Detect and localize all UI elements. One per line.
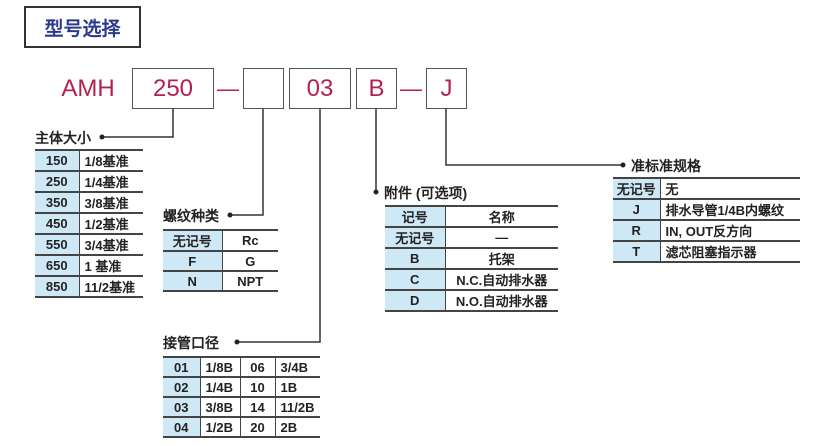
table-row: 无记号—	[385, 227, 558, 249]
value-cell: 3/4B	[275, 356, 320, 378]
value-cell: 1 基准	[79, 255, 143, 277]
port-size-label: 接管口径	[163, 335, 219, 351]
value-cell: NPT	[222, 271, 278, 292]
code-cell: 06	[240, 356, 276, 378]
value-cell: 无	[660, 177, 800, 200]
value-cell: —	[445, 227, 558, 249]
value-cell: 1/2基准	[79, 213, 143, 235]
value-cell: 1B	[275, 377, 320, 398]
header-name: 名称	[445, 205, 558, 228]
body-size-label: 主体大小	[35, 130, 91, 146]
code-cell: 无记号	[385, 227, 446, 249]
value-cell: 1/8B	[200, 356, 241, 378]
value-cell: 11/2基准	[79, 276, 143, 298]
value-cell: IN, OUT反方向	[660, 220, 800, 242]
port-code: 03	[289, 68, 351, 109]
value-cell: 2B	[275, 417, 320, 438]
value-cell: 1/4基准	[79, 171, 143, 193]
value-cell: 3/8B	[200, 397, 241, 418]
dash-2: —	[400, 75, 422, 101]
code-cell: 03	[163, 397, 201, 418]
code-cell: F	[163, 251, 223, 272]
value-cell: 3/8基准	[79, 192, 143, 214]
code-cell: 14	[240, 397, 276, 418]
code-cell: 250	[35, 171, 80, 193]
value-cell: 排水导管1/4B内螺纹	[660, 199, 800, 221]
code-cell: 550	[35, 234, 80, 256]
value-cell: 托架	[445, 248, 558, 270]
dash-1: —	[217, 75, 239, 101]
value-cell: 1/2B	[200, 417, 241, 438]
value-cell: N.O.自动排水器	[445, 290, 558, 312]
code-cell: 350	[35, 192, 80, 214]
code-cell: 10	[240, 377, 276, 398]
value-cell: 3/4基准	[79, 234, 143, 256]
code-cell: 02	[163, 377, 201, 398]
code-cell: B	[385, 248, 446, 270]
value-cell: Rc	[222, 229, 278, 252]
section-title: 型号选择	[24, 6, 141, 48]
code-cell: D	[385, 290, 446, 312]
header-code: 记号	[385, 205, 446, 228]
accessory-code: B	[356, 68, 397, 109]
code-cell: 850	[35, 276, 80, 298]
code-cell: R	[613, 220, 661, 242]
accessory-label: 附件 (可选项)	[384, 185, 468, 201]
value-cell: N.C.自动排水器	[445, 269, 558, 291]
table-header-row: 记号名称	[385, 205, 558, 228]
code-cell: 450	[35, 213, 80, 235]
thread-type-label: 螺纹种类	[163, 208, 219, 224]
code-cell: N	[163, 271, 223, 292]
code-cell: C	[385, 269, 446, 291]
value-cell: 11/2B	[275, 397, 320, 418]
code-cell: 无记号	[613, 177, 661, 200]
code-cell: 01	[163, 356, 201, 378]
code-cell: T	[613, 241, 661, 263]
thread-code	[243, 68, 284, 109]
body-size-code: 250	[132, 68, 214, 109]
semi-standard-label: 准标准规格	[631, 158, 701, 174]
value-cell: 1/8基准	[79, 149, 143, 172]
code-cell: J	[613, 199, 661, 221]
value-cell: 滤芯阻塞指示器	[660, 241, 800, 263]
code-cell: 04	[163, 417, 201, 438]
model-prefix: AMH	[61, 74, 115, 102]
option-code: J	[426, 68, 467, 109]
table-row: 无记号无	[613, 177, 800, 200]
code-cell: 20	[240, 417, 276, 438]
code-cell: 无记号	[163, 229, 223, 252]
value-cell: 1/4B	[200, 377, 241, 398]
code-cell: 650	[35, 255, 80, 277]
code-cell: 150	[35, 149, 80, 172]
value-cell: G	[222, 251, 278, 272]
